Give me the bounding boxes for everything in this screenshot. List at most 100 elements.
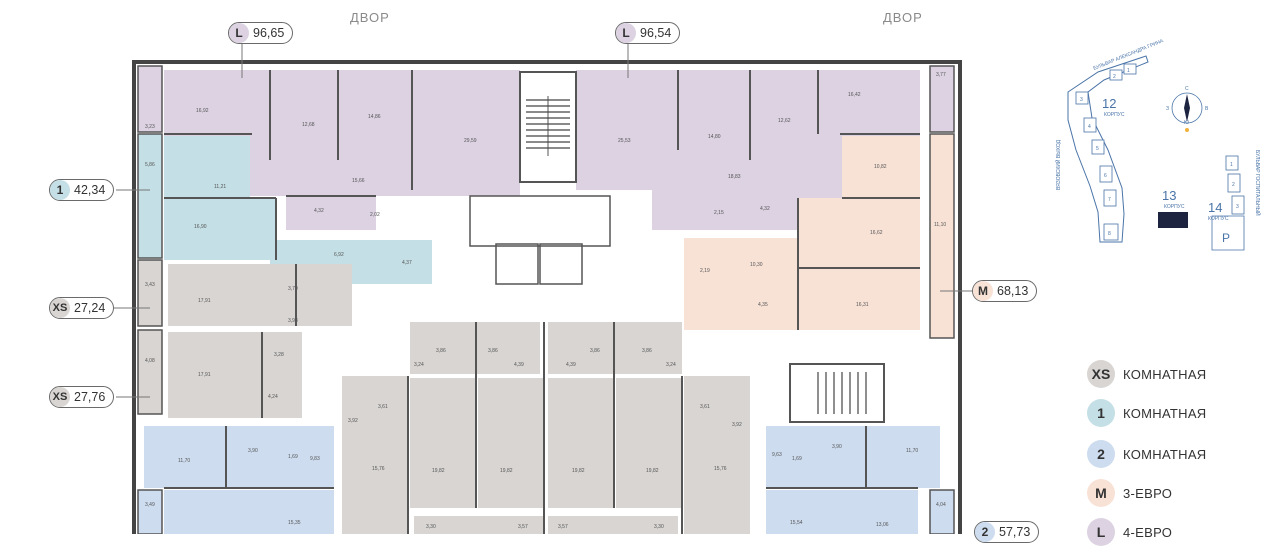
- apartment-tag-m[interactable]: M 68,13: [972, 280, 1038, 302]
- room-area: 3,79: [288, 286, 298, 292]
- room-area: 3,61: [378, 404, 388, 410]
- svg-text:В: В: [1205, 106, 1209, 112]
- room-area: 9,63: [772, 452, 782, 458]
- apartment-2-right[interactable]: [766, 426, 940, 534]
- room-area: 3,57: [558, 524, 568, 530]
- room-area: 11,70: [906, 448, 918, 454]
- elevator-core: [469, 195, 611, 285]
- svg-text:6: 6: [1104, 173, 1107, 179]
- center-studios[interactable]: [342, 322, 750, 534]
- legend-badge: L: [1087, 518, 1115, 546]
- floor-plan: 16,92 12,68 14,86 29,59 15,66 4,32 2,02 …: [108, 38, 1262, 534]
- svg-text:7: 7: [1108, 197, 1111, 203]
- room-area: 17,91: [198, 298, 211, 304]
- apartment-tag-xs-bottom[interactable]: XS 27,76: [49, 386, 115, 408]
- room-area: 3,30: [426, 524, 436, 530]
- room-area: 3,92: [348, 418, 358, 424]
- apartment-2-left[interactable]: [144, 426, 334, 534]
- room-area: 13,06: [876, 522, 889, 528]
- room-area: 3,90: [248, 448, 258, 454]
- room-area: 3,92: [732, 422, 742, 428]
- room-area: 15,76: [714, 466, 727, 472]
- room-area: 29,59: [464, 138, 477, 144]
- room-area: 1,69: [288, 454, 298, 460]
- room-area: 2,02: [370, 212, 380, 218]
- room-area: 25,53: [618, 138, 631, 144]
- room-area: 1,69: [792, 456, 802, 462]
- room-area: 16,62: [870, 230, 883, 236]
- apartment-m[interactable]: [684, 136, 920, 330]
- site-map: 1 2 3 4 5 6 7 8 12 КОРПУС 13 КОРПУС 14 К…: [1054, 38, 1262, 251]
- room-area: 4,39: [514, 362, 524, 368]
- room-area: 19,82: [500, 468, 513, 474]
- room-area: 2,15: [714, 210, 724, 216]
- svg-text:13: 13: [1162, 188, 1176, 203]
- legend-label: КОМНАТНАЯ: [1123, 446, 1207, 462]
- yard-label: ДВОР: [350, 10, 390, 25]
- apartment-area: 57,73: [999, 525, 1031, 539]
- svg-text:P: P: [1222, 231, 1230, 245]
- legend-item-m[interactable]: M 3-ЕВРО: [1087, 479, 1172, 507]
- room-area: 14,80: [708, 134, 721, 140]
- legend-item-2[interactable]: 2 КОМНАТНАЯ: [1087, 440, 1207, 468]
- apartment-xs-bottom[interactable]: [168, 332, 302, 418]
- svg-text:5: 5: [1096, 146, 1099, 152]
- room-area: 3,61: [700, 404, 710, 410]
- room-area-labels: 16,92 12,68 14,86 29,59 15,66 4,32 2,02 …: [145, 72, 946, 530]
- svg-text:Ю: Ю: [1184, 120, 1189, 126]
- room-area: 4,32: [760, 206, 770, 212]
- room-area: 16,90: [194, 224, 207, 230]
- room-area: 5,86: [145, 162, 155, 168]
- apartment-l-left[interactable]: [164, 70, 520, 230]
- room-area: 3,24: [666, 362, 676, 368]
- apartment-type-badge: M: [973, 281, 993, 301]
- room-area: 3,86: [590, 348, 600, 354]
- apartment-tag-l-right[interactable]: L 96,54: [615, 22, 681, 44]
- legend-item-xs[interactable]: XS КОМНАТНАЯ: [1087, 360, 1207, 388]
- room-area: 3,24: [414, 362, 424, 368]
- room-area: 10,82: [874, 164, 887, 170]
- apartment-tag-2-room[interactable]: 2 57,73: [974, 521, 1040, 543]
- room-area: 4,24: [268, 394, 278, 400]
- legend-item-l[interactable]: L 4-ЕВРО: [1087, 518, 1172, 546]
- svg-text:БУЛЬВАР ГОСПИТАЛЬНЫЙ: БУЛЬВАР ГОСПИТАЛЬНЫЙ: [1254, 150, 1262, 216]
- room-area: 4,35: [758, 302, 768, 308]
- room-area: 3,77: [936, 72, 946, 78]
- legend-badge: 2: [1087, 440, 1115, 468]
- room-area: 3,30: [654, 524, 664, 530]
- apartment-type-badge: XS: [50, 387, 70, 407]
- stairwell-bottom: [789, 363, 885, 423]
- apartment-type-badge: 2: [975, 522, 995, 542]
- room-area: 19,82: [646, 468, 659, 474]
- legend-item-1[interactable]: 1 КОМНАТНАЯ: [1087, 399, 1207, 427]
- svg-text:З: З: [1166, 106, 1169, 112]
- legend-label: 3-ЕВРО: [1123, 485, 1173, 501]
- tag-leaders: [108, 42, 972, 398]
- room-area: 16,92: [196, 108, 209, 114]
- svg-text:ВЯЗОВСКИЙ ВЫХОД: ВЯЗОВСКИЙ ВЫХОД: [1054, 139, 1062, 190]
- legend-badge: M: [1087, 479, 1115, 507]
- svg-text:КОРПУС: КОРПУС: [1164, 204, 1185, 210]
- apartment-tag-l-left[interactable]: L 96,65: [228, 22, 294, 44]
- yard-label: ДВОР: [883, 10, 923, 25]
- svg-text:КОРПУС: КОРПУС: [1208, 216, 1229, 222]
- apartment-xs-top[interactable]: [168, 264, 352, 326]
- room-area: 4,37: [402, 260, 412, 266]
- apartment-type-badge: 1: [50, 180, 70, 200]
- room-area: 4,39: [566, 362, 576, 368]
- room-area: 16,42: [848, 92, 861, 98]
- apartment-l-right[interactable]: [576, 70, 920, 230]
- apartment-tag-1-room[interactable]: 1 42,34: [49, 179, 115, 201]
- room-area: 16,31: [856, 302, 869, 308]
- compass-icon: С Ю В З: [1166, 86, 1209, 132]
- room-area: 12,68: [302, 122, 315, 128]
- room-area: 3,43: [145, 282, 155, 288]
- room-area: 15,54: [790, 520, 803, 526]
- svg-text:2: 2: [1232, 182, 1235, 188]
- apartment-area: 27,24: [74, 301, 106, 315]
- room-area: 17,91: [198, 372, 211, 378]
- apartment-tag-xs-top[interactable]: XS 27,24: [49, 297, 115, 319]
- room-area: 12,62: [778, 118, 791, 124]
- room-area: 3,23: [145, 124, 155, 130]
- svg-text:3: 3: [1080, 97, 1083, 103]
